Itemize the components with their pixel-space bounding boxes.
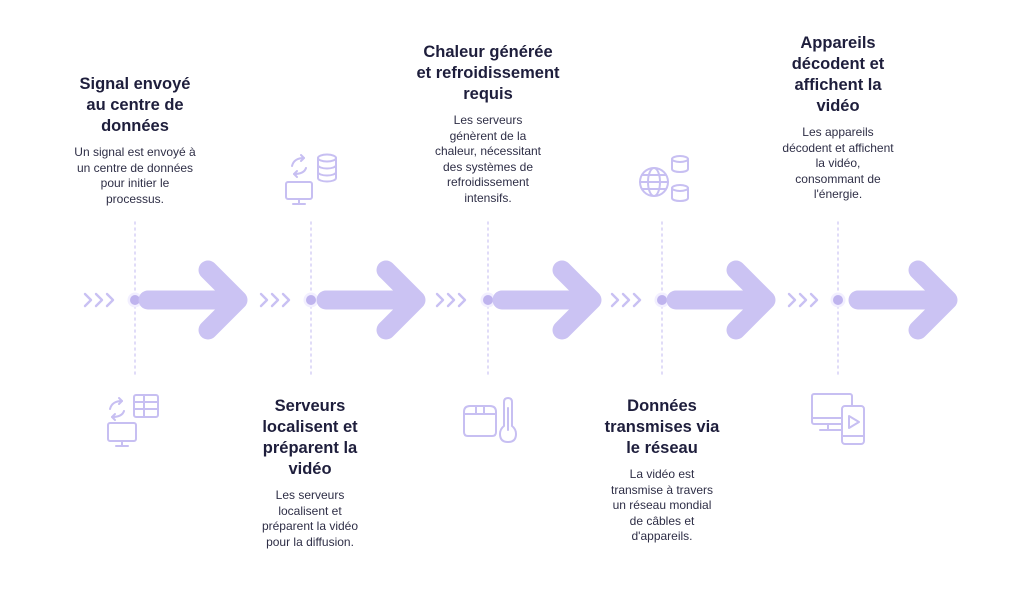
step-5-title: Appareils décodent et affichent la vidéo <box>791 34 885 115</box>
chevrons-5 <box>787 292 819 308</box>
arrow-4 <box>676 270 766 330</box>
step-2-text: Serveurs localisent et préparent la vidé… <box>224 396 396 550</box>
arrow-1 <box>148 270 238 330</box>
arrow-2 <box>326 270 416 330</box>
step-1-text: Signal envoyé au centre de données Un si… <box>49 74 221 207</box>
chevrons-3 <box>435 292 467 308</box>
step-5-text: Appareils décodent et affichent la vidéo… <box>752 33 924 203</box>
milestone-dot-2 <box>303 292 319 308</box>
chevrons-1 <box>83 292 115 308</box>
step-3-title: Chaleur générée et refroidissement requi… <box>416 43 560 103</box>
chevrons-2 <box>259 292 291 308</box>
monitor-tablet-play-icon <box>811 393 865 445</box>
server-thermometer-icon <box>463 397 517 443</box>
monitor-table-sync-icon <box>107 394 159 447</box>
monitor-database-sync-icon <box>285 153 337 205</box>
chevrons-4 <box>610 292 642 308</box>
milestone-dot-5 <box>830 292 846 308</box>
arrow-5 <box>858 270 948 330</box>
step-4-title: Données transmises via le réseau <box>604 397 720 457</box>
step-2-title: Serveurs localisent et préparent la vidé… <box>262 397 358 478</box>
step-2-description: Les serveurs localisent et préparent la … <box>261 488 359 549</box>
step-4-description: La vidéo est transmise à travers un rése… <box>610 467 714 543</box>
step-1-description: Un signal est envoyé à un centre de donn… <box>74 145 196 206</box>
step-3-text: Chaleur générée et refroidissement requi… <box>396 42 580 206</box>
step-1-title: Signal envoyé au centre de données <box>79 75 191 135</box>
step-4-text: Données transmises via le réseau La vidé… <box>576 396 748 545</box>
arrow-3 <box>502 270 592 330</box>
step-3-description: Les serveurs génèrent de la chaleur, néc… <box>434 113 542 205</box>
globe-database-icon <box>639 155 689 202</box>
step-5-description: Les appareils décodent et affichent la v… <box>782 125 894 201</box>
